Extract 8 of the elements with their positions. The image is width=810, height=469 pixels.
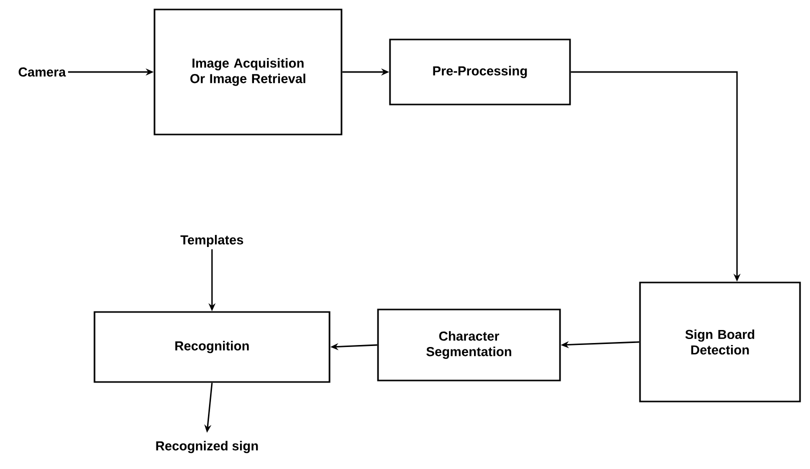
process-box: Image Acquisition Or Image Retrieval [154, 8, 342, 136]
process-box: Recognition [94, 311, 330, 383]
process-box: Character Segmentation [377, 308, 561, 382]
process-box: Pre-Processing [389, 38, 571, 106]
process-box: Sign Board Detection [639, 282, 801, 402]
node-text: Camera [18, 67, 66, 77]
node-text: Templates [180, 234, 244, 248]
node-text: Recognized sign [156, 440, 258, 454]
